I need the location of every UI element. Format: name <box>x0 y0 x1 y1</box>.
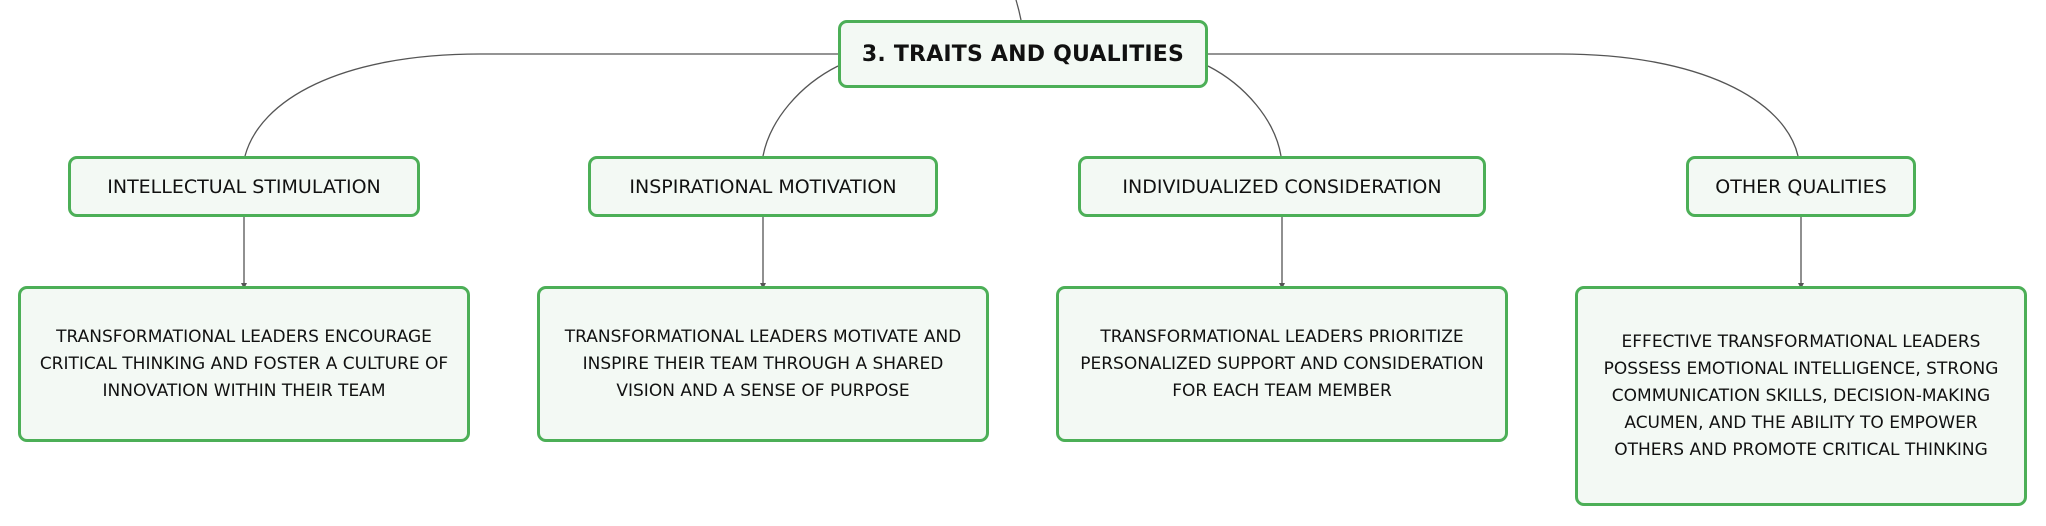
branch-node-intellectual-stimulation[interactable]: INTELLECTUAL STIMULATION <box>68 156 420 217</box>
branch-label: INDIVIDUALIZED CONSIDERATION <box>1122 175 1442 198</box>
detail-text: TRANSFORMATIONAL LEADERS PRIORITIZE PERS… <box>1080 326 1484 401</box>
branch-node-inspirational-motivation[interactable]: INSPIRATIONAL MOTIVATION <box>588 156 938 217</box>
branch-label: OTHER QUALITIES <box>1715 175 1887 198</box>
connector-root-to-inspirational <box>762 65 839 157</box>
detail-node-inspirational-motivation[interactable]: TRANSFORMATIONAL LEADERS MOTIVATE AND IN… <box>537 286 989 442</box>
connector-root-to-other <box>1208 53 1799 157</box>
connector-root-to-individualized <box>1207 65 1282 157</box>
root-node[interactable]: 3. TRAITS AND QUALITIES <box>838 20 1208 88</box>
detail-text: TRANSFORMATIONAL LEADERS MOTIVATE AND IN… <box>564 326 962 401</box>
root-label: 3. TRAITS AND QUALITIES <box>861 41 1185 67</box>
detail-node-individualized-consideration[interactable]: TRANSFORMATIONAL LEADERS PRIORITIZE PERS… <box>1056 286 1508 442</box>
detail-node-intellectual-stimulation[interactable]: TRANSFORMATIONAL LEADERS ENCOURAGE CRITI… <box>18 286 470 442</box>
detail-node-other-qualities[interactable]: EFFECTIVE TRANSFORMATIONAL LEADERS POSSE… <box>1575 286 2027 506</box>
branch-node-other-qualities[interactable]: OTHER QUALITIES <box>1686 156 1916 217</box>
connector-root-to-intellectual <box>244 53 838 157</box>
detail-text: EFFECTIVE TRANSFORMATIONAL LEADERS POSSE… <box>1603 331 1999 460</box>
branch-label: INTELLECTUAL STIMULATION <box>107 175 381 198</box>
detail-text: TRANSFORMATIONAL LEADERS ENCOURAGE CRITI… <box>39 326 449 401</box>
branch-label: INSPIRATIONAL MOTIVATION <box>629 175 897 198</box>
connector-parent-to-root <box>1015 0 1022 21</box>
branch-node-individualized-consideration[interactable]: INDIVIDUALIZED CONSIDERATION <box>1078 156 1486 217</box>
